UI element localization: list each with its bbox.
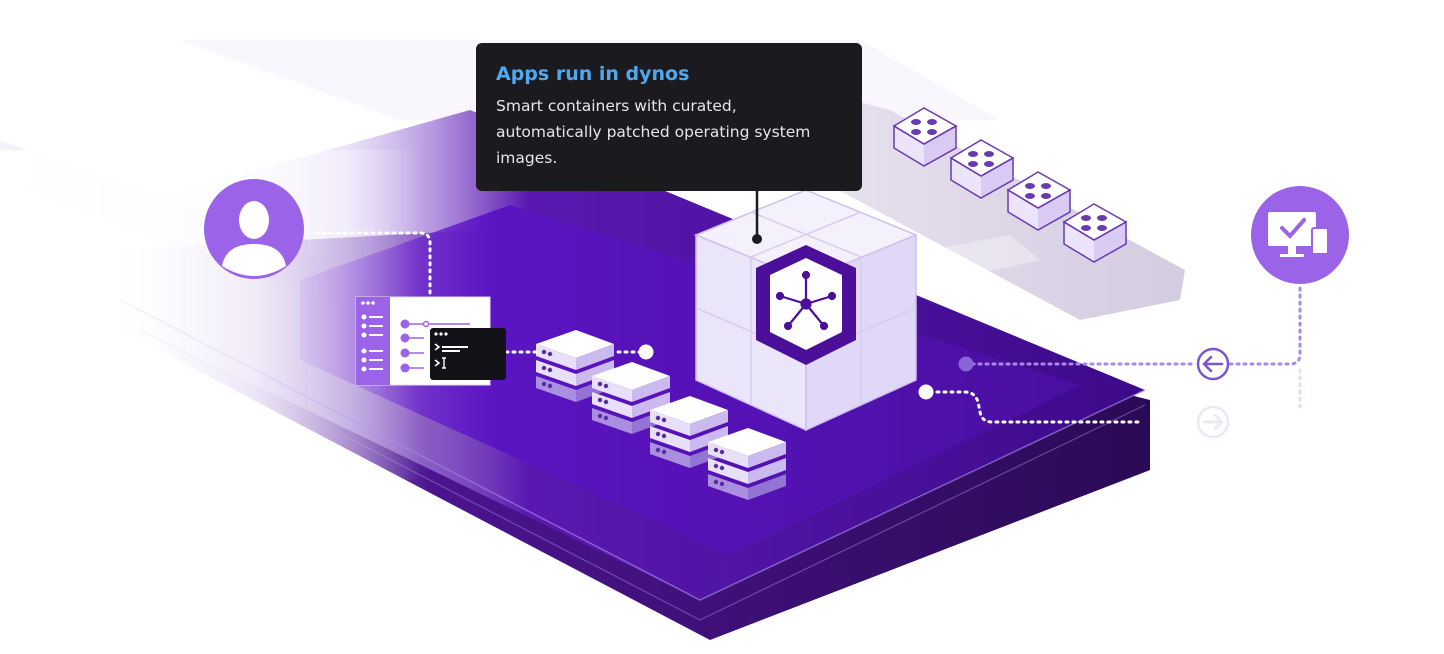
connector-dot <box>638 344 654 360</box>
connection-lines <box>314 231 1302 424</box>
user-avatar-icon <box>204 179 304 279</box>
tooltip-title: Apps run in dynos <box>496 63 690 85</box>
dyno-cube <box>694 189 918 432</box>
dyno-hub-icon <box>775 270 837 331</box>
connector-dot <box>918 384 934 400</box>
tooltip: Apps run in dynos Smart containers with … <box>476 43 862 191</box>
terminal-window-icon <box>430 328 506 380</box>
arrow-right-icon <box>1196 405 1230 439</box>
code-panel <box>355 296 506 386</box>
tooltip-body: Smart containers with curated, automatic… <box>496 97 811 167</box>
desktop-checkmark-icon <box>1251 186 1349 284</box>
connector-dot <box>958 356 974 372</box>
tooltip-anchor-dot <box>752 234 762 244</box>
arrow-left-icon <box>1196 347 1230 381</box>
